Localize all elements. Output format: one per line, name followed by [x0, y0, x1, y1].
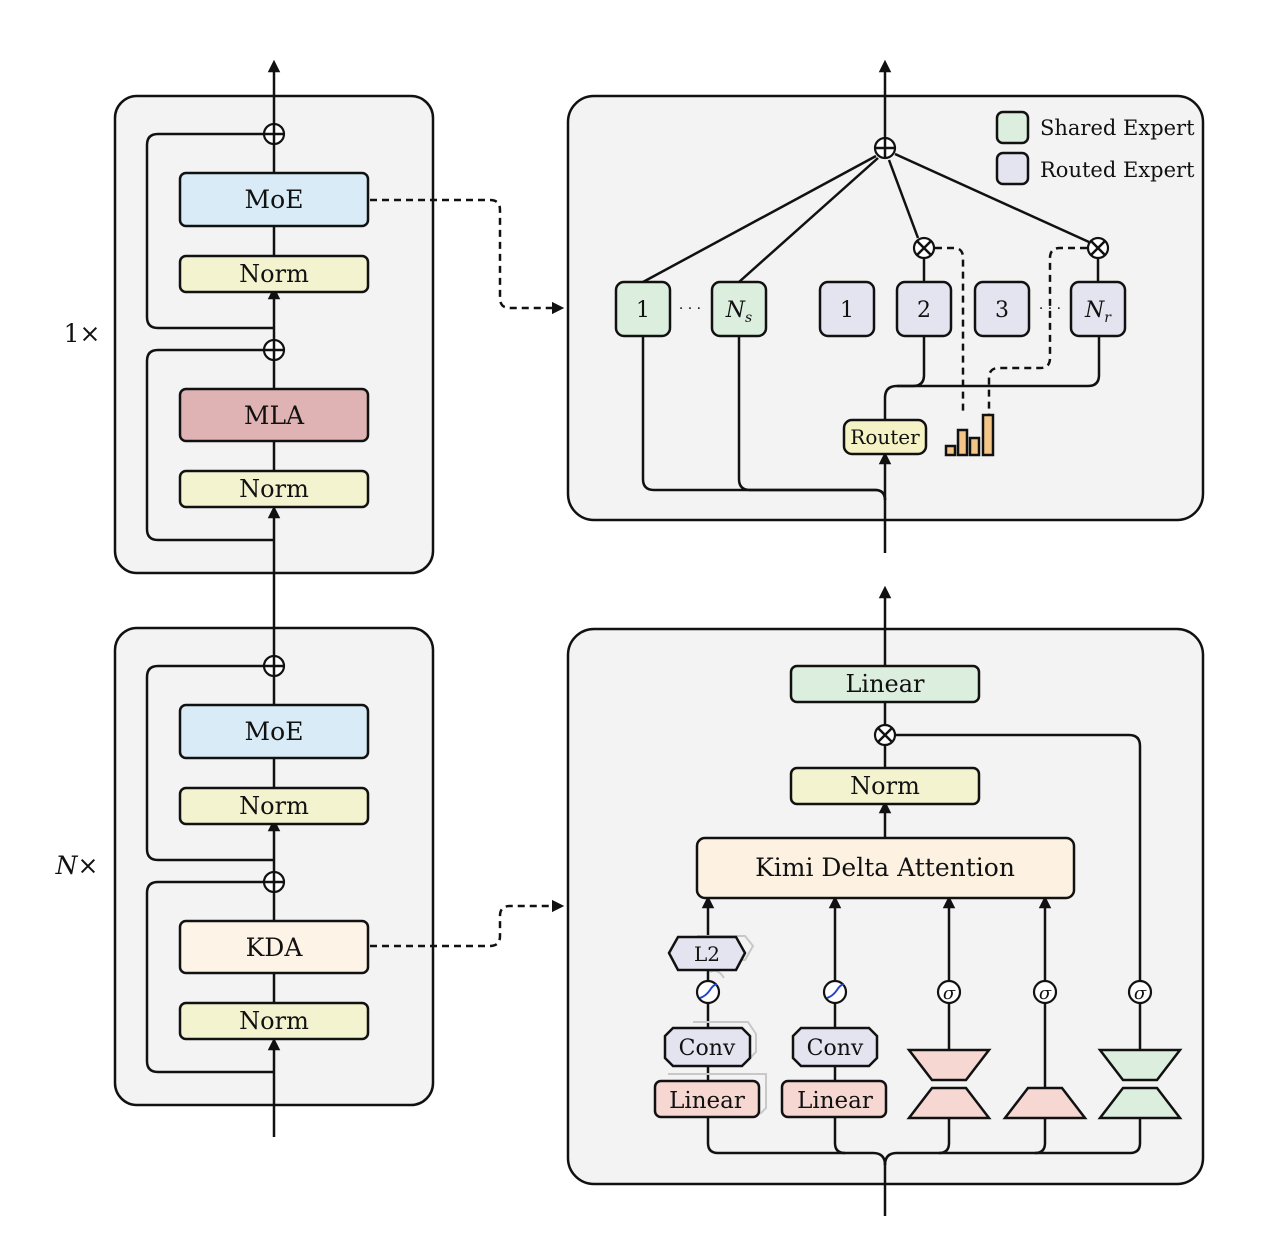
kimi-delta-attention-block: Kimi Delta Attention	[695, 836, 1076, 900]
svg-text:σ: σ	[943, 983, 956, 1004]
routed-expert-label: Nr	[1084, 298, 1112, 326]
kda-detail-panel: Linear Norm Kimi Delta Attention L2	[566, 585, 1205, 1216]
svg-text:Linear: Linear	[797, 1088, 873, 1114]
shared-expert-label: Ns	[725, 298, 752, 326]
multiply-op-icon	[912, 236, 936, 260]
router-block: Router	[842, 418, 928, 456]
sigmoid-activation-icon: σ	[1127, 979, 1153, 1005]
svg-text:L2: L2	[694, 942, 720, 966]
multiply-op-icon	[1086, 236, 1110, 260]
svg-text:Norm: Norm	[239, 260, 309, 288]
left-top-panel: Norm MLA Norm MoE	[113, 59, 435, 575]
legend-swatch-routed	[995, 151, 1030, 186]
swish-activation-icon	[822, 979, 848, 1005]
add-op-icon	[262, 870, 286, 894]
svg-text:2: 2	[917, 298, 931, 323]
conv-block: Conv	[791, 1026, 879, 1068]
router-score-bars-icon	[944, 413, 995, 457]
norm-block: Norm	[178, 254, 370, 294]
svg-text:1: 1	[636, 298, 650, 323]
add-op-icon	[873, 136, 897, 160]
svg-text:Linear: Linear	[845, 670, 925, 698]
svg-text:3: 3	[995, 298, 1009, 323]
ellipsis: · · ·	[1039, 301, 1061, 317]
svg-text:Linear: Linear	[669, 1088, 745, 1114]
svg-text:σ: σ	[1134, 983, 1147, 1004]
svg-text:Conv: Conv	[807, 1036, 864, 1061]
linear-output-block: Linear	[789, 664, 981, 704]
svg-text:Conv: Conv	[679, 1036, 736, 1061]
routed-expert-box: 3	[973, 280, 1031, 338]
svg-text:Norm: Norm	[239, 792, 309, 820]
routed-expert-box: Nr	[1069, 280, 1127, 338]
add-op-icon	[262, 338, 286, 362]
add-op-icon	[262, 654, 286, 678]
svg-text:Norm: Norm	[239, 1007, 309, 1035]
linear-projection-icon	[1002, 1086, 1088, 1120]
mla-block: MLA	[178, 387, 370, 443]
norm-block: Norm	[178, 469, 370, 509]
legend: Shared Expert Routed Expert	[995, 110, 1195, 186]
svg-text:Kimi Delta Attention: Kimi Delta Attention	[755, 853, 1015, 882]
left-bottom-panel: Norm KDA Norm MoE	[113, 626, 435, 1137]
repeat-label: 1×	[64, 319, 101, 348]
moe-detail-panel: 1 · · · Ns 1 2 3 · · · Nr Router	[566, 59, 1205, 553]
low-rank-projection-icon	[906, 1048, 992, 1120]
shared-expert-box: 1	[614, 280, 672, 338]
moe-block: MoE	[178, 703, 370, 760]
kda-block: KDA	[178, 919, 370, 975]
legend-label-shared: Shared Expert	[1040, 116, 1195, 140]
moe-block: MoE	[178, 171, 370, 228]
svg-text:MLA: MLA	[244, 401, 305, 430]
routed-expert-box: 1	[818, 280, 876, 338]
shared-expert-box: Ns	[710, 280, 768, 338]
norm-block: Norm	[178, 786, 370, 826]
kda-detail-connector	[370, 899, 565, 948]
l2-norm-block: L2	[667, 935, 747, 972]
svg-text:σ: σ	[1039, 983, 1052, 1004]
repeat-label: N×	[55, 851, 99, 880]
svg-text:Norm: Norm	[239, 475, 309, 503]
norm-block: Norm	[178, 1001, 370, 1041]
svg-text:Norm: Norm	[850, 772, 920, 800]
sigmoid-activation-icon: σ	[1032, 979, 1058, 1005]
conv-block: Conv	[663, 1026, 752, 1068]
sigmoid-activation-icon: σ	[936, 979, 962, 1005]
ellipsis: · · ·	[679, 301, 701, 317]
svg-text:1: 1	[840, 298, 854, 323]
svg-text:MoE: MoE	[245, 717, 304, 746]
moe-detail-connector	[370, 198, 565, 315]
add-op-icon	[262, 122, 286, 146]
swish-activation-icon	[695, 979, 721, 1005]
linear-input-block: Linear	[653, 1079, 761, 1119]
low-rank-projection-icon	[1097, 1048, 1183, 1120]
legend-label-routed: Routed Expert	[1040, 158, 1195, 182]
svg-text:Router: Router	[850, 425, 920, 449]
svg-text:KDA: KDA	[246, 933, 304, 962]
multiply-op-icon	[873, 723, 897, 747]
linear-input-block: Linear	[780, 1079, 888, 1119]
routed-expert-box: 2	[895, 280, 953, 338]
svg-text:MoE: MoE	[245, 185, 304, 214]
norm-block: Norm	[789, 766, 981, 806]
legend-swatch-shared	[995, 110, 1030, 145]
